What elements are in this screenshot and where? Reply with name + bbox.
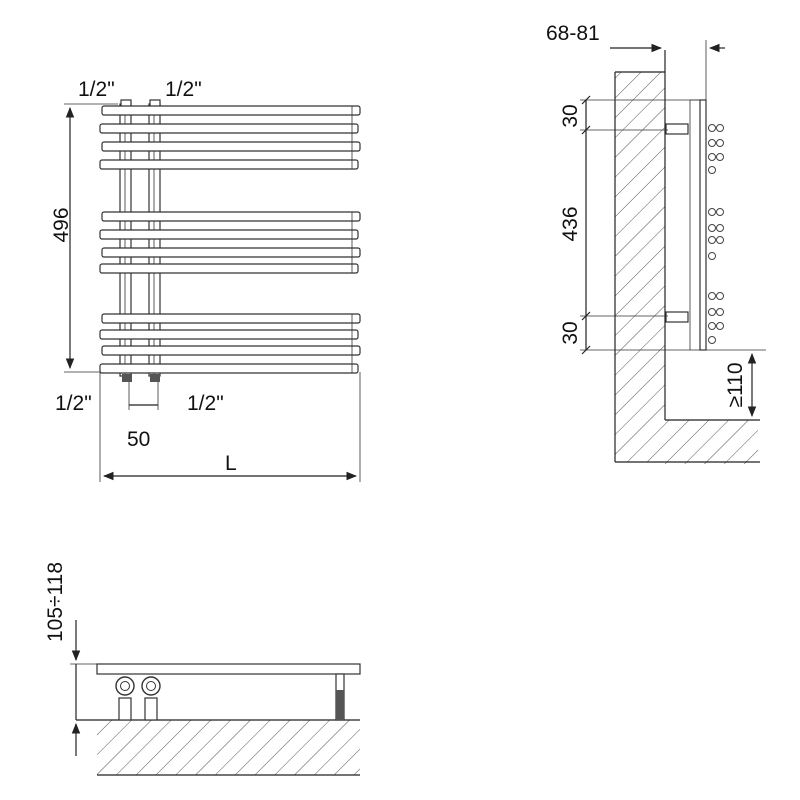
radiator-top-profile bbox=[96, 663, 361, 675]
top-bracket bbox=[665, 123, 689, 135]
bracket-dimensions: 30 436 30 bbox=[559, 95, 700, 355]
pipe-label-top-right: 1/2" bbox=[165, 78, 202, 101]
floor bbox=[615, 419, 760, 464]
pipe-spacing-dimension: 50 bbox=[127, 382, 159, 451]
depth-dimension: 105÷118 bbox=[44, 562, 97, 756]
front-view: 496 1/2" 1/2" 1/2" 1/2" 50 L bbox=[50, 78, 361, 482]
towel-bars bbox=[99, 105, 361, 374]
bottom-floor bbox=[76, 719, 360, 776]
pipe-spacing-label: 50 bbox=[127, 428, 150, 451]
depth-range-label: 105÷118 bbox=[44, 562, 67, 642]
bar-group-middle bbox=[99, 211, 361, 274]
length-label: L bbox=[225, 452, 237, 475]
wall bbox=[614, 50, 666, 462]
wall-distance-dimension: 68-81 bbox=[546, 22, 725, 100]
height-label: 496 bbox=[50, 207, 73, 242]
pipe-label-bottom-right: 1/2" bbox=[187, 392, 224, 415]
floor-clearance-label: ≥110 bbox=[724, 362, 747, 407]
foot-support-base bbox=[336, 690, 344, 720]
height-dimension: 496 bbox=[50, 103, 118, 373]
radiator-side-profile bbox=[665, 99, 724, 351]
side-view: 68-81 30 436 30 ≥110 bbox=[546, 22, 766, 464]
pipe-label-bottom-left: 1/2" bbox=[55, 392, 92, 415]
bracket-spacing-label: 436 bbox=[559, 206, 582, 241]
length-dimension: L bbox=[99, 372, 361, 482]
bottom-bracket bbox=[665, 311, 689, 323]
pipe-label-top-left: 1/2" bbox=[78, 78, 115, 101]
bottom-view: 105÷118 bbox=[44, 562, 361, 776]
wall-distance-label: 68-81 bbox=[546, 22, 600, 45]
bar-group-bottom bbox=[99, 313, 361, 374]
bottom-offset-label: 30 bbox=[559, 321, 582, 344]
valves bbox=[115, 676, 161, 721]
floor-clearance-dimension: ≥110 bbox=[706, 349, 766, 418]
top-offset-label: 30 bbox=[559, 104, 582, 127]
bar-end-circles bbox=[708, 124, 724, 344]
bar-group-top bbox=[99, 105, 361, 170]
